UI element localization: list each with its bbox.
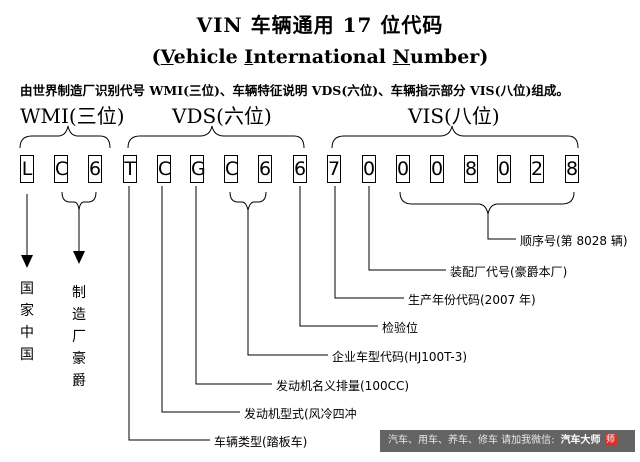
vin-char-12: 0 — [396, 155, 410, 183]
label-engine-type: 发动机型式(风冷四冲 — [244, 407, 357, 421]
brace-wmi — [19, 125, 111, 149]
arrow-country — [21, 255, 33, 268]
vin-char-11: 0 — [362, 155, 376, 183]
label-country-text: 国家中国 — [20, 281, 34, 363]
vin-char-2: C — [54, 155, 68, 183]
label-check: 检验位 — [382, 321, 419, 335]
leader-serial — [487, 214, 516, 240]
subtitle-i-rest: nternational — [253, 46, 393, 68]
label-maker: 制造厂豪爵 — [71, 282, 87, 392]
label-plant: 装配厂代号(豪爵本厂) — [450, 265, 568, 279]
vin-char-17: 8 — [565, 155, 579, 183]
brace-vis — [331, 125, 579, 149]
subtitle-n: N — [392, 46, 411, 68]
vin-char-8: 6 — [258, 155, 272, 183]
vin-char-1: L — [20, 155, 34, 183]
watermark-brand: 汽车大师 — [560, 435, 601, 446]
watermark-banner: 汽车、用车、养车、修车 请加我微信: 汽车大师师 — [380, 430, 635, 452]
leader-model — [247, 210, 328, 356]
label-model: 企业车型代码(HJ100T-3) — [332, 350, 468, 364]
group-wmi: WMI(三位) — [20, 104, 125, 128]
vin-char-15: 0 — [497, 155, 511, 183]
brace-serial — [399, 191, 575, 215]
leader-vehicle-type — [128, 186, 210, 441]
vin-char-7: C — [224, 155, 238, 183]
leader-check — [299, 186, 378, 327]
label-country: 国家中国 — [19, 278, 35, 366]
label-maker-text: 制造厂豪爵 — [72, 285, 86, 389]
subtitle-close: ) — [479, 46, 489, 68]
vin-char-9: 6 — [293, 155, 307, 183]
leader-engine-type — [161, 186, 240, 413]
label-displacement: 发动机名义排量(100CC) — [276, 379, 410, 393]
vin-char-14: 8 — [464, 155, 478, 183]
vin-char-4: T — [123, 155, 137, 183]
vin-char-3: 6 — [88, 155, 102, 183]
subtitle-n-rest: umber — [410, 46, 480, 68]
vin-char-16: 2 — [530, 155, 544, 183]
label-serial: 顺序号(第 8028 辆) — [520, 234, 628, 248]
label-year: 生产年份代码(2007 年) — [408, 293, 536, 307]
subtitle: (Vehicle International Number) — [0, 46, 640, 68]
leader-plant — [368, 186, 446, 271]
description: 由世界制造厂识别代号 WMI(三位)、车辆特征说明 VDS(六位)、车辆指示部分… — [20, 83, 569, 98]
vin-char-5: C — [157, 155, 171, 183]
group-vds: VDS(六位) — [172, 104, 272, 128]
brace-vds — [127, 125, 305, 149]
vin-char-6: G — [190, 155, 206, 183]
page-title: VIN 车辆通用 17 位代码 — [196, 13, 444, 37]
watermark-text: 汽车、用车、养车、修车 请加我微信: — [388, 435, 555, 446]
label-vehicle-type: 车辆类型(踏板车) — [214, 435, 308, 449]
subtitle-i: I — [244, 46, 254, 68]
brace-maker — [61, 191, 97, 211]
subtitle-v-rest: ehicle — [173, 46, 245, 68]
watermark-logo-icon: 师 — [604, 434, 617, 446]
subtitle-open: ( — [151, 46, 161, 68]
leader-year — [334, 186, 404, 299]
brace-model — [229, 191, 267, 211]
arrow-maker — [73, 251, 85, 264]
group-vis: VIS(八位) — [408, 104, 500, 128]
vin-char-10: 7 — [327, 155, 341, 183]
subtitle-v: V — [160, 46, 174, 68]
leader-displacement — [195, 186, 272, 385]
vin-char-13: 0 — [430, 155, 444, 183]
